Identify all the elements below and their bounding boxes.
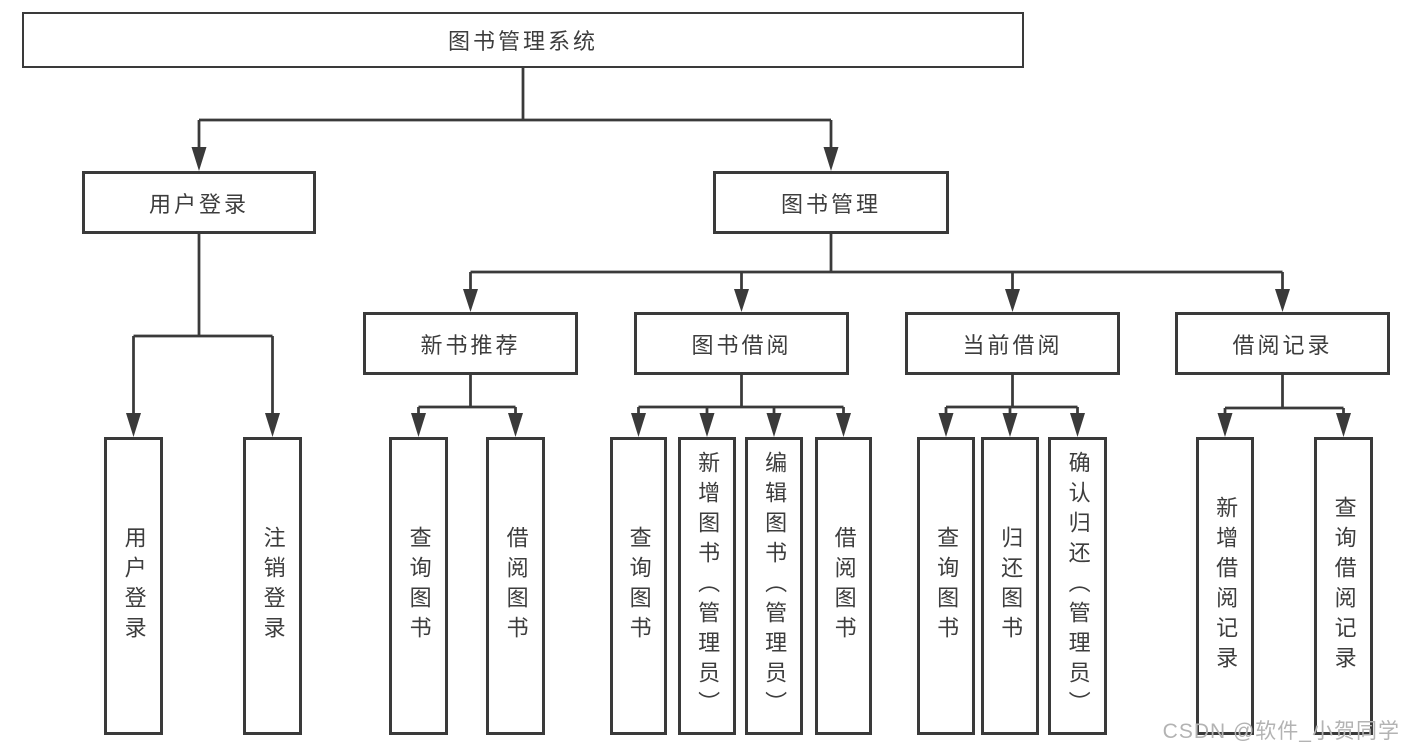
leaf-label: 用户登录 (121, 526, 147, 646)
connector-book-borrow-to-leaves (631, 375, 851, 437)
leaf-label: 查询图书 (406, 526, 432, 646)
node-label: 图书借阅 (691, 332, 792, 358)
node-label: 图书管理 (780, 191, 881, 217)
connector-book-management-to-level3 (463, 234, 1290, 312)
connector-current-borrow-to-leaves (938, 375, 1085, 437)
connector-new-books-to-leaves (411, 375, 523, 437)
node-library-management-system: 图书管理系统 (22, 12, 1024, 68)
leaf-borrow-books-borrowing: 借阅图书 (815, 437, 872, 735)
leaf-return-book: 归还图书 (981, 437, 1039, 735)
node-current-borrowing: 当前借阅 (905, 312, 1120, 375)
leaf-add-borrow-record: 新增借阅记录 (1196, 437, 1254, 735)
leaf-label: 确认归还（管理员） (1065, 451, 1091, 721)
node-new-book-recommendation: 新书推荐 (363, 312, 578, 375)
leaf-edit-book-admin: 编辑图书（管理员） (745, 437, 803, 735)
leaf-label: 新增借阅记录 (1213, 496, 1239, 676)
connector-user-login-to-leaves (126, 234, 280, 437)
node-label: 用户登录 (148, 191, 249, 217)
node-label: 新书推荐 (420, 332, 521, 358)
leaf-label: 新增图书（管理员） (695, 451, 721, 721)
leaf-label: 编辑图书（管理员） (762, 451, 788, 721)
leaf-query-books-borrowing: 查询图书 (610, 437, 667, 735)
leaf-query-books-current: 查询图书 (917, 437, 975, 735)
leaf-label: 查询借阅记录 (1331, 496, 1357, 676)
connector-root-to-level2 (191, 68, 839, 171)
leaf-label: 归还图书 (998, 526, 1024, 646)
node-book-borrowing: 图书借阅 (634, 312, 849, 375)
leaf-label: 注销登录 (260, 526, 286, 646)
leaf-borrow-books-recommend: 借阅图书 (486, 437, 545, 735)
leaf-query-borrow-record: 查询借阅记录 (1314, 437, 1373, 735)
node-borrowing-records: 借阅记录 (1175, 312, 1390, 375)
leaf-query-books-recommend: 查询图书 (389, 437, 448, 735)
csdn-watermark: CSDN @软件_小贺同学 (1162, 720, 1400, 743)
node-user-login: 用户登录 (82, 171, 316, 234)
leaf-user-login: 用户登录 (104, 437, 163, 735)
connector-borrow-records-to-leaves (1217, 375, 1351, 437)
leaf-label: 借阅图书 (831, 526, 857, 646)
leaf-label: 查询图书 (626, 526, 652, 646)
node-label: 借阅记录 (1232, 332, 1333, 358)
node-label: 图书管理系统 (447, 29, 598, 54)
leaf-label: 借阅图书 (503, 526, 529, 646)
leaf-label: 查询图书 (934, 526, 960, 646)
leaf-add-book-admin: 新增图书（管理员） (678, 437, 736, 735)
leaf-logout: 注销登录 (243, 437, 302, 735)
node-book-management: 图书管理 (713, 171, 949, 234)
leaf-confirm-return-admin: 确认归还（管理员） (1048, 437, 1107, 735)
node-label: 当前借阅 (962, 332, 1063, 358)
